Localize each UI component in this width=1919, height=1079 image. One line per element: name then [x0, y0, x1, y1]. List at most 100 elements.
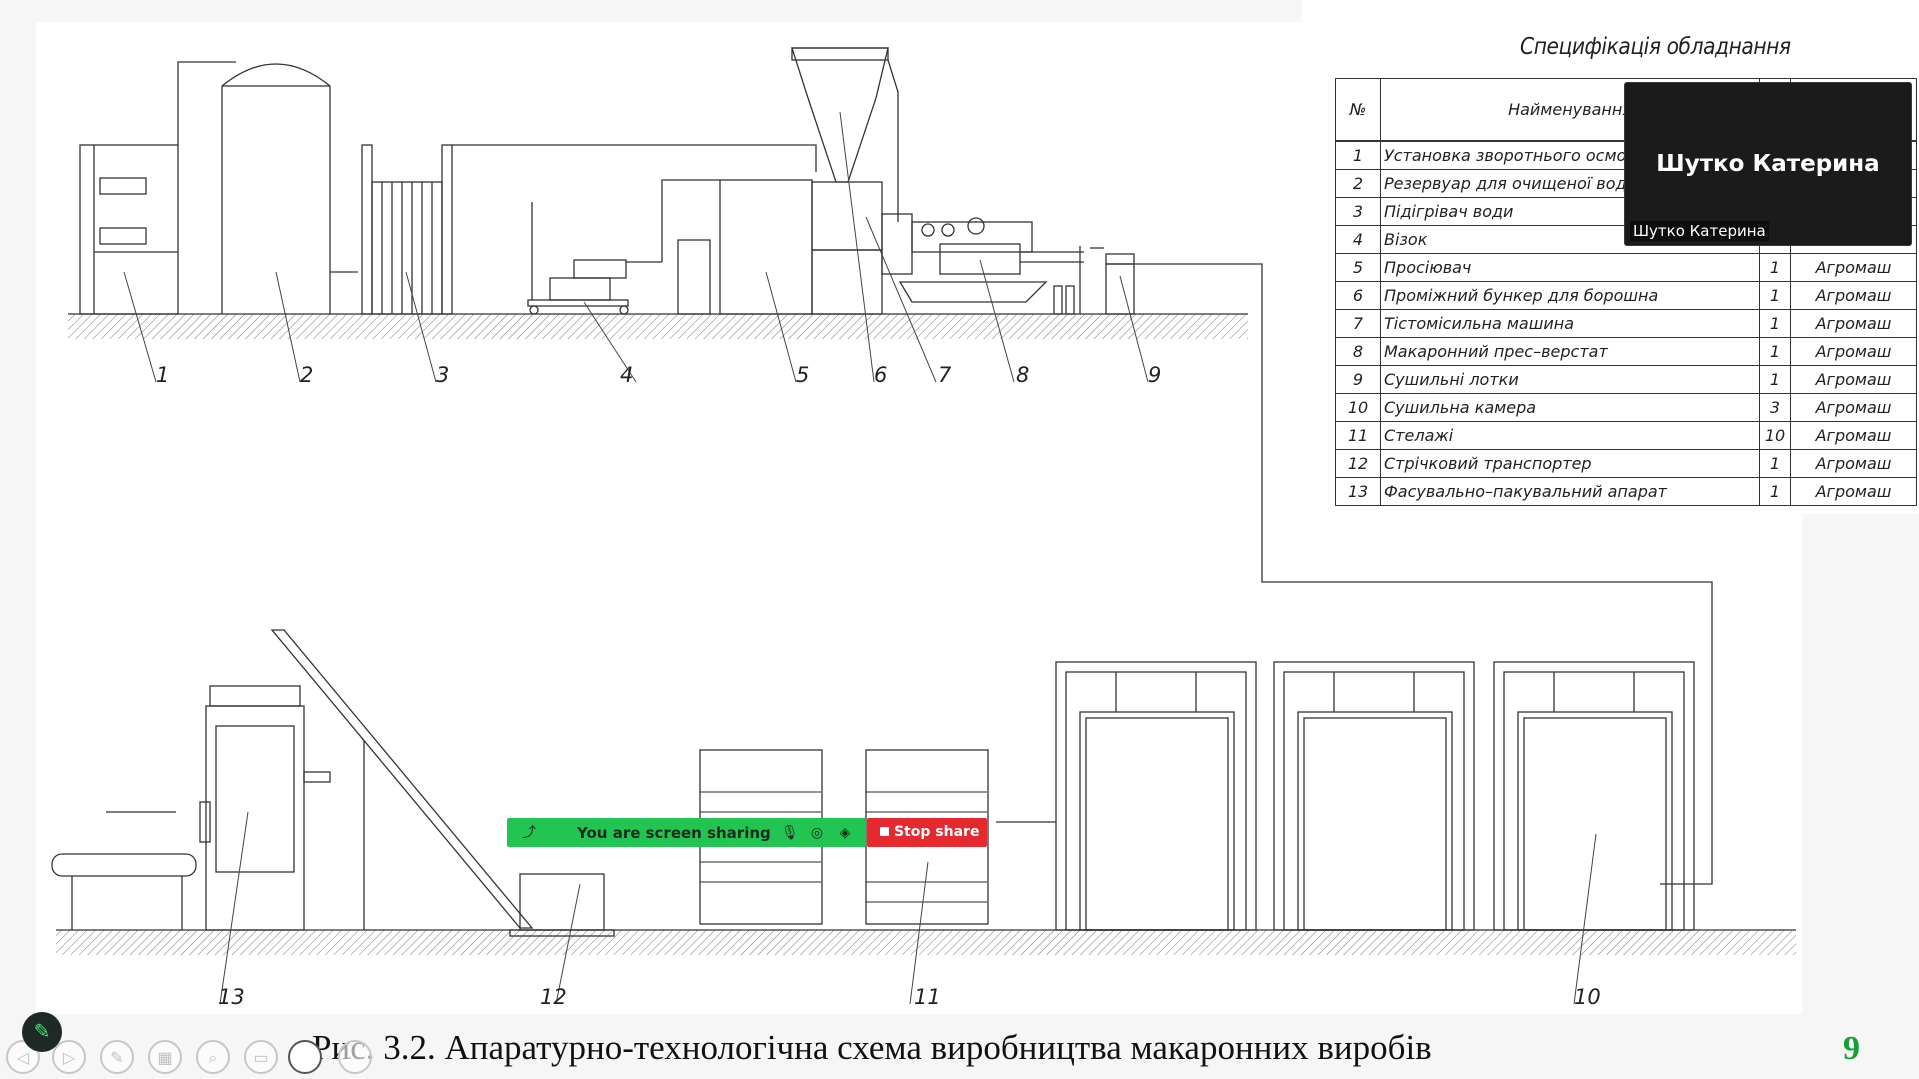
label-6: 6 [874, 363, 887, 387]
spec-row-qty: 1 [1759, 253, 1791, 282]
equipment-5 [719, 179, 813, 315]
spec-row-name: Стрічковий транспортер [1380, 449, 1760, 478]
spec-row-qty: 3 [1759, 393, 1791, 422]
spec-row-num: 12 [1335, 449, 1381, 478]
spec-row-num: 7 [1335, 309, 1381, 338]
equipment-2 [221, 63, 331, 314]
spec-row-maker: Агромаш [1790, 365, 1917, 394]
spec-row-qty: 1 [1759, 477, 1791, 506]
spec-row-maker: Агромаш [1790, 337, 1917, 366]
label-8: 8 [1016, 363, 1029, 387]
participant-video-tile[interactable]: Шутко Катерина Шутко Катерина [1624, 82, 1912, 246]
participant-label: Шутко Катерина [1630, 221, 1769, 241]
label-10: 10 [1574, 985, 1601, 1009]
label-4: 4 [620, 363, 633, 387]
spec-row-num: 3 [1335, 197, 1381, 226]
spec-row-qty: 1 [1759, 449, 1791, 478]
label-12: 12 [540, 985, 567, 1009]
shield-icon[interactable]: ◈ [839, 824, 851, 840]
spec-row-name: Стелажі [1380, 421, 1760, 450]
equipment-10 [1055, 661, 1695, 931]
spec-header-num: № [1335, 78, 1381, 142]
equipment-1 [79, 144, 179, 315]
spec-row-num: 9 [1335, 365, 1381, 394]
spec-row-name: Сушильна камера [1380, 393, 1760, 422]
spec-row-num: 8 [1335, 337, 1381, 366]
spec-row-maker: Агромаш [1790, 281, 1917, 310]
spec-row-maker: Агромаш [1790, 421, 1917, 450]
spec-title: Специфікація обладнання [1520, 34, 1791, 60]
next-icon[interactable]: ▷ [52, 1040, 86, 1074]
equipment-13 [209, 685, 301, 707]
annotate-pen-icon[interactable]: ✎ [22, 1012, 62, 1052]
label-5: 5 [796, 363, 809, 387]
spec-row-qty: 10 [1759, 421, 1791, 450]
participant-name: Шутко Катерина [1656, 151, 1880, 177]
equipment-4 [527, 299, 629, 307]
spec-row-qty: 1 [1759, 365, 1791, 394]
spec-row-qty: 1 [1759, 337, 1791, 366]
equipment-9 [1105, 263, 1135, 315]
prev-icon[interactable]: ◁ [6, 1040, 40, 1074]
zoom-icon[interactable]: ⌕ [196, 1040, 230, 1074]
spec-row-maker: Агромаш [1790, 393, 1917, 422]
drag-handle-icon[interactable]: ⤴ [522, 824, 536, 840]
label-7: 7 [938, 363, 952, 387]
label-2: 2 [300, 363, 313, 387]
pause-icon[interactable]: ◎ [810, 824, 824, 840]
spec-row-num: 13 [1335, 477, 1381, 506]
slideshow-toolbar: ◁ ▷ ✎ ▦ ⌕ ▭ ⋯ [6, 1036, 416, 1076]
spec-row-maker: Агромаш [1790, 449, 1917, 478]
label-13: 13 [218, 985, 245, 1009]
page-number: 9 [1843, 1030, 1860, 1067]
spec-row-num: 11 [1335, 421, 1381, 450]
floor-bottom [56, 930, 1796, 955]
more-icon[interactable]: ⋯ [338, 1040, 372, 1074]
spec-row-num: 6 [1335, 281, 1381, 310]
pen-icon[interactable]: ✎ [100, 1040, 134, 1074]
subtitles-icon[interactable]: ▭ [244, 1040, 278, 1074]
spec-row-num: 4 [1335, 225, 1381, 254]
stop-share-label: Stop share [894, 824, 980, 840]
spec-row-num: 2 [1335, 169, 1381, 198]
label-1: 1 [156, 363, 169, 387]
spec-row-qty: 1 [1759, 309, 1791, 338]
process-diagram: 1 2 3 4 5 6 7 8 9 13 12 11 10 [51, 47, 1796, 1009]
spec-row-maker: Агромаш [1790, 309, 1917, 338]
label-11: 11 [914, 985, 941, 1009]
stop-share-button[interactable]: Stop share [867, 818, 987, 847]
equipment-3 [361, 144, 373, 315]
slides-icon[interactable]: ▦ [148, 1040, 182, 1074]
spec-row-name: Макаронний прес–верстат [1380, 337, 1760, 366]
spec-row-name: Сушильні лотки [1380, 365, 1760, 394]
spec-row-num: 5 [1335, 253, 1381, 282]
spec-row-qty: 1 [1759, 281, 1791, 310]
spec-row-maker: Агромаш [1790, 477, 1917, 506]
label-3: 3 [436, 363, 449, 387]
spec-row-num: 1 [1335, 140, 1381, 170]
spec-row-maker: Агромаш [1790, 253, 1917, 282]
equipment-7 [811, 181, 883, 251]
spec-row-name: Проміжний бункер для борошна [1380, 281, 1760, 310]
mute-mic-icon[interactable]: 🎙 [781, 824, 799, 840]
spec-row-name: Просіювач [1380, 253, 1760, 282]
screen-sharing-status: You are screen sharing [577, 824, 771, 842]
spec-row-num: 10 [1335, 393, 1381, 422]
spec-row-name: Тістомісильна машина [1380, 309, 1760, 338]
camera-icon[interactable] [288, 1040, 322, 1074]
label-9: 9 [1148, 363, 1161, 387]
slide-caption: Рис. 3.2. Апаратурно-технологічна схема … [312, 1028, 1432, 1067]
screen-sharing-bar[interactable]: ⤴ You are screen sharing 🎙 ◎ ◈ [507, 818, 866, 847]
spec-row-name: Фасувально–пакувальний апарат [1380, 477, 1760, 506]
stop-icon [880, 827, 889, 836]
equipment-12 [270, 629, 534, 929]
